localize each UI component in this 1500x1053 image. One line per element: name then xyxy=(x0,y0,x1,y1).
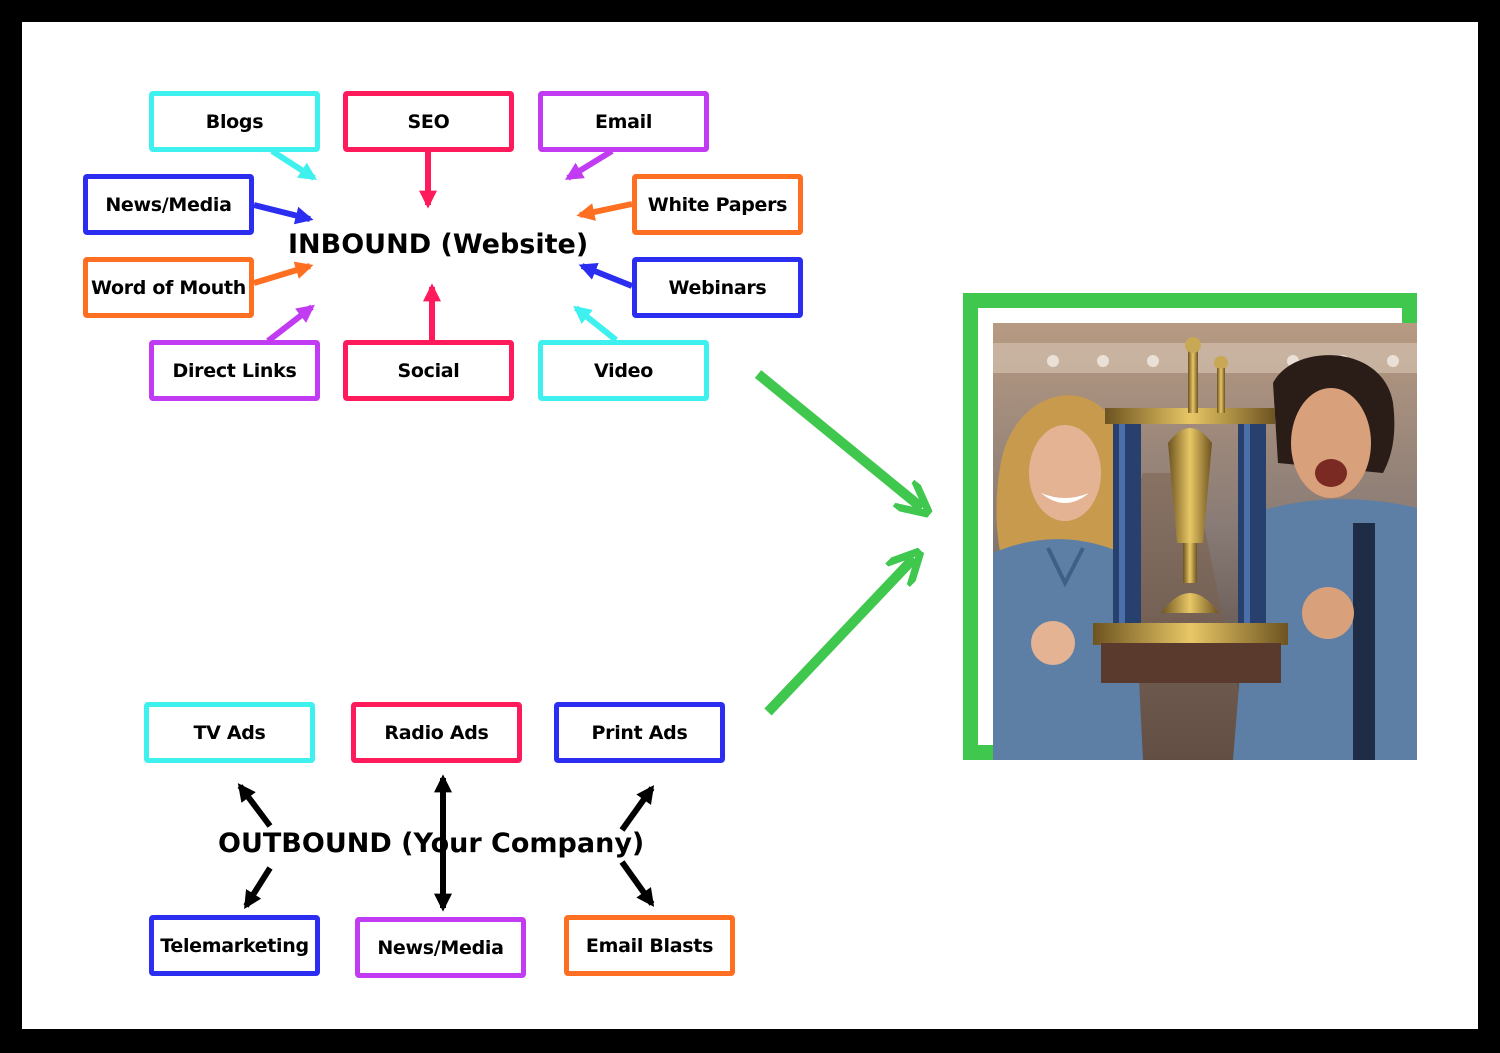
arrow-newsmedia-to-inbound xyxy=(253,202,314,225)
box-label: Email Blasts xyxy=(585,934,714,957)
box-label: Blogs xyxy=(205,110,264,133)
box-label: Print Ads xyxy=(591,721,688,744)
box-label: Radio Ads xyxy=(384,721,489,744)
arrow-wordofmouth-to-inbound xyxy=(253,261,314,286)
arrow-outbound-printads xyxy=(619,785,655,832)
box-label: Webinars xyxy=(668,276,767,299)
inbound-source-box: Social xyxy=(343,340,514,401)
inbound-hub-label: INBOUND (Website) xyxy=(288,229,589,260)
result-photo-frame xyxy=(963,293,1417,760)
outbound-channel-box: Radio Ads xyxy=(351,702,522,763)
arrow-webinars-to-inbound xyxy=(578,262,634,289)
arrow-inbound-to-result xyxy=(754,370,922,508)
outbound-channel-box: Print Ads xyxy=(554,702,725,763)
inbound-source-box: News/Media xyxy=(83,174,254,235)
inbound-source-box: Direct Links xyxy=(149,340,320,401)
inbound-source-box: Word of Mouth xyxy=(83,257,254,318)
inbound-source-box: SEO xyxy=(343,91,514,152)
box-label: TV Ads xyxy=(193,721,266,744)
arrow-email-to-inbound xyxy=(564,148,614,181)
arrow-whitepapers-to-inbound xyxy=(576,201,633,221)
arrow-outbound-telemarketing xyxy=(243,866,273,910)
box-label: Social xyxy=(397,359,460,382)
box-label: News/Media xyxy=(105,193,232,216)
box-label: Direct Links xyxy=(172,359,297,382)
box-label: Word of Mouth xyxy=(90,276,247,299)
outbound-channel-box: News/Media xyxy=(355,917,526,978)
arrow-video-to-inbound xyxy=(573,305,618,343)
box-label: News/Media xyxy=(377,936,504,959)
inbound-source-box: Video xyxy=(538,340,709,401)
box-label: SEO xyxy=(407,110,450,133)
arrow-outbound-emailblasts xyxy=(619,860,655,907)
arrow-outbound-to-result xyxy=(764,558,914,716)
inbound-source-box: White Papers xyxy=(632,174,803,235)
bowling-trophy-photo xyxy=(993,323,1417,760)
outbound-channel-box: Email Blasts xyxy=(564,915,735,976)
box-label: Telemarketing xyxy=(160,934,309,957)
inbound-source-box: Blogs xyxy=(149,91,320,152)
inbound-source-box: Webinars xyxy=(632,257,803,318)
box-label: Video xyxy=(594,359,653,382)
box-label: White Papers xyxy=(647,193,788,216)
box-label: Email xyxy=(594,110,653,133)
arrow-directlinks-to-inbound xyxy=(266,304,315,344)
arrow-outbound-tvads xyxy=(237,783,273,828)
inbound-source-box: Email xyxy=(538,91,709,152)
arrow-blogs-to-inbound xyxy=(270,148,318,181)
outbound-channel-box: TV Ads xyxy=(144,702,315,763)
outbound-hub-label: OUTBOUND (Your Company) xyxy=(218,828,645,859)
outbound-channel-box: Telemarketing xyxy=(149,915,320,976)
